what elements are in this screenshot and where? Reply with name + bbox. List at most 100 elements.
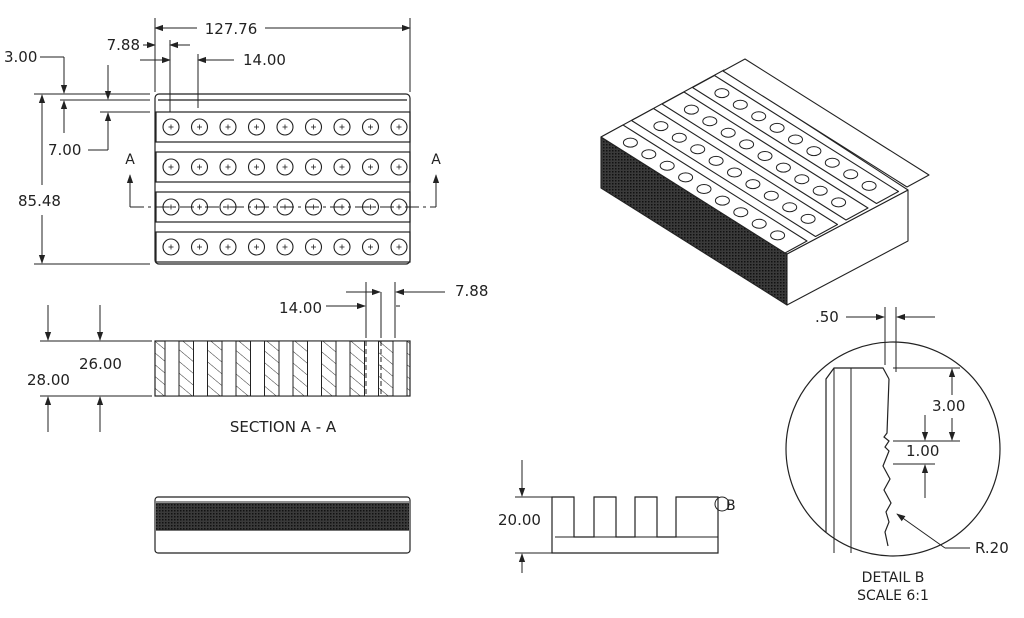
dim-hole-pitch: 14.00 xyxy=(243,51,286,69)
iso-hole xyxy=(659,160,675,171)
tube-hole xyxy=(276,158,294,176)
iso-hole xyxy=(732,99,748,110)
detail-marker-label: B xyxy=(726,498,736,514)
front-view xyxy=(154,496,411,554)
iso-hole xyxy=(683,104,699,115)
iso-hole xyxy=(714,195,730,206)
section-bore xyxy=(164,340,180,397)
detail-title: DETAIL B xyxy=(862,570,925,586)
tube-hole xyxy=(162,118,180,136)
tube-hole xyxy=(162,238,180,256)
section-view xyxy=(154,340,411,397)
detail-b-marker xyxy=(714,496,730,512)
iso-hole xyxy=(794,174,810,185)
iso-hole xyxy=(788,134,803,145)
tube-hole xyxy=(304,158,323,176)
tube-hole xyxy=(247,238,266,256)
iso-hole xyxy=(690,144,706,155)
dim-slot-depth: 20.00 xyxy=(498,511,541,529)
iso-hole xyxy=(769,122,785,133)
iso-hole xyxy=(800,213,816,224)
tube-hole xyxy=(190,118,209,136)
iso-hole xyxy=(678,172,694,183)
section-marker-left: A xyxy=(125,152,135,168)
dim-inner-height: 26.00 xyxy=(79,355,122,373)
tube-row-1 xyxy=(155,111,411,143)
section-marker-right: A xyxy=(431,152,441,168)
section-bore xyxy=(392,340,408,397)
top-view xyxy=(154,93,411,265)
tube-hole xyxy=(190,238,209,256)
iso-hole xyxy=(751,218,767,229)
iso-hole xyxy=(775,162,791,173)
tube-hole xyxy=(361,158,380,176)
dim-section-offset: 7.88 xyxy=(455,282,488,300)
tube-hole xyxy=(276,238,294,256)
tube-hole xyxy=(219,118,237,136)
tube-hole xyxy=(361,118,380,136)
tube-hole xyxy=(304,118,323,136)
side-view-dimensions xyxy=(515,460,552,573)
section-bores xyxy=(164,340,408,397)
section-bore xyxy=(221,340,237,397)
dim-overall-width: 127.76 xyxy=(205,20,258,38)
tube-hole xyxy=(190,158,209,176)
dim-detail-gap: .50 xyxy=(815,308,839,326)
section-bore xyxy=(335,340,351,397)
dim-hole-offset: 7.88 xyxy=(107,36,140,54)
tube-row-4 xyxy=(155,231,411,263)
iso-hole xyxy=(714,88,730,99)
dim-detail-step: 1.00 xyxy=(906,442,939,460)
section-bore xyxy=(364,340,379,397)
iso-hole xyxy=(745,179,761,190)
tube-hole xyxy=(361,238,380,256)
dim-detail-radius: R.20 xyxy=(975,539,1009,557)
tube-hole xyxy=(390,158,408,176)
tube-hole xyxy=(333,118,351,136)
iso-hole xyxy=(727,167,742,178)
tube-hole xyxy=(247,158,266,176)
iso-hole xyxy=(763,190,779,201)
iso-hole xyxy=(806,146,822,157)
dim-overall-depth: 85.48 xyxy=(18,192,61,210)
iso-hole xyxy=(751,111,767,122)
iso-hole xyxy=(702,116,718,127)
tube-hole xyxy=(247,118,266,136)
iso-hole xyxy=(861,180,877,191)
iso-hole xyxy=(696,184,712,194)
tube-row-2 xyxy=(155,151,411,183)
detail-circle xyxy=(785,341,1001,557)
iso-hole xyxy=(812,185,828,196)
iso-hole xyxy=(733,207,749,218)
iso-hole xyxy=(653,121,669,132)
section-dimensions xyxy=(40,282,445,432)
tube-hole xyxy=(304,238,323,256)
iso-hole xyxy=(757,151,773,161)
side-view xyxy=(551,496,730,554)
iso-ridges xyxy=(600,58,930,254)
tube-hole xyxy=(219,158,237,176)
tube-hole xyxy=(276,118,294,136)
iso-hole xyxy=(770,230,786,241)
iso-hole xyxy=(708,155,724,166)
iso-hole xyxy=(641,149,657,160)
detail-view xyxy=(785,307,1001,557)
section-bore xyxy=(307,340,322,397)
dim-section-pitch: 14.00 xyxy=(279,299,322,317)
dim-detail-pitch: 3.00 xyxy=(932,397,965,415)
section-bore xyxy=(193,340,208,397)
tube-hole xyxy=(219,238,237,256)
tube-holes xyxy=(162,118,408,256)
iso-hole xyxy=(720,127,736,138)
tube-hole xyxy=(390,118,408,136)
dim-top-margin: 3.00 xyxy=(4,48,37,66)
iso-hole xyxy=(671,132,687,143)
iso-hole xyxy=(831,197,847,208)
iso-hole xyxy=(622,137,638,148)
iso-hole xyxy=(782,202,798,213)
tube-hole xyxy=(333,158,351,176)
section-title: SECTION A - A xyxy=(230,418,337,436)
iso-ridge-top xyxy=(722,58,930,188)
knurled-band xyxy=(156,503,409,530)
tube-hole xyxy=(390,238,408,256)
